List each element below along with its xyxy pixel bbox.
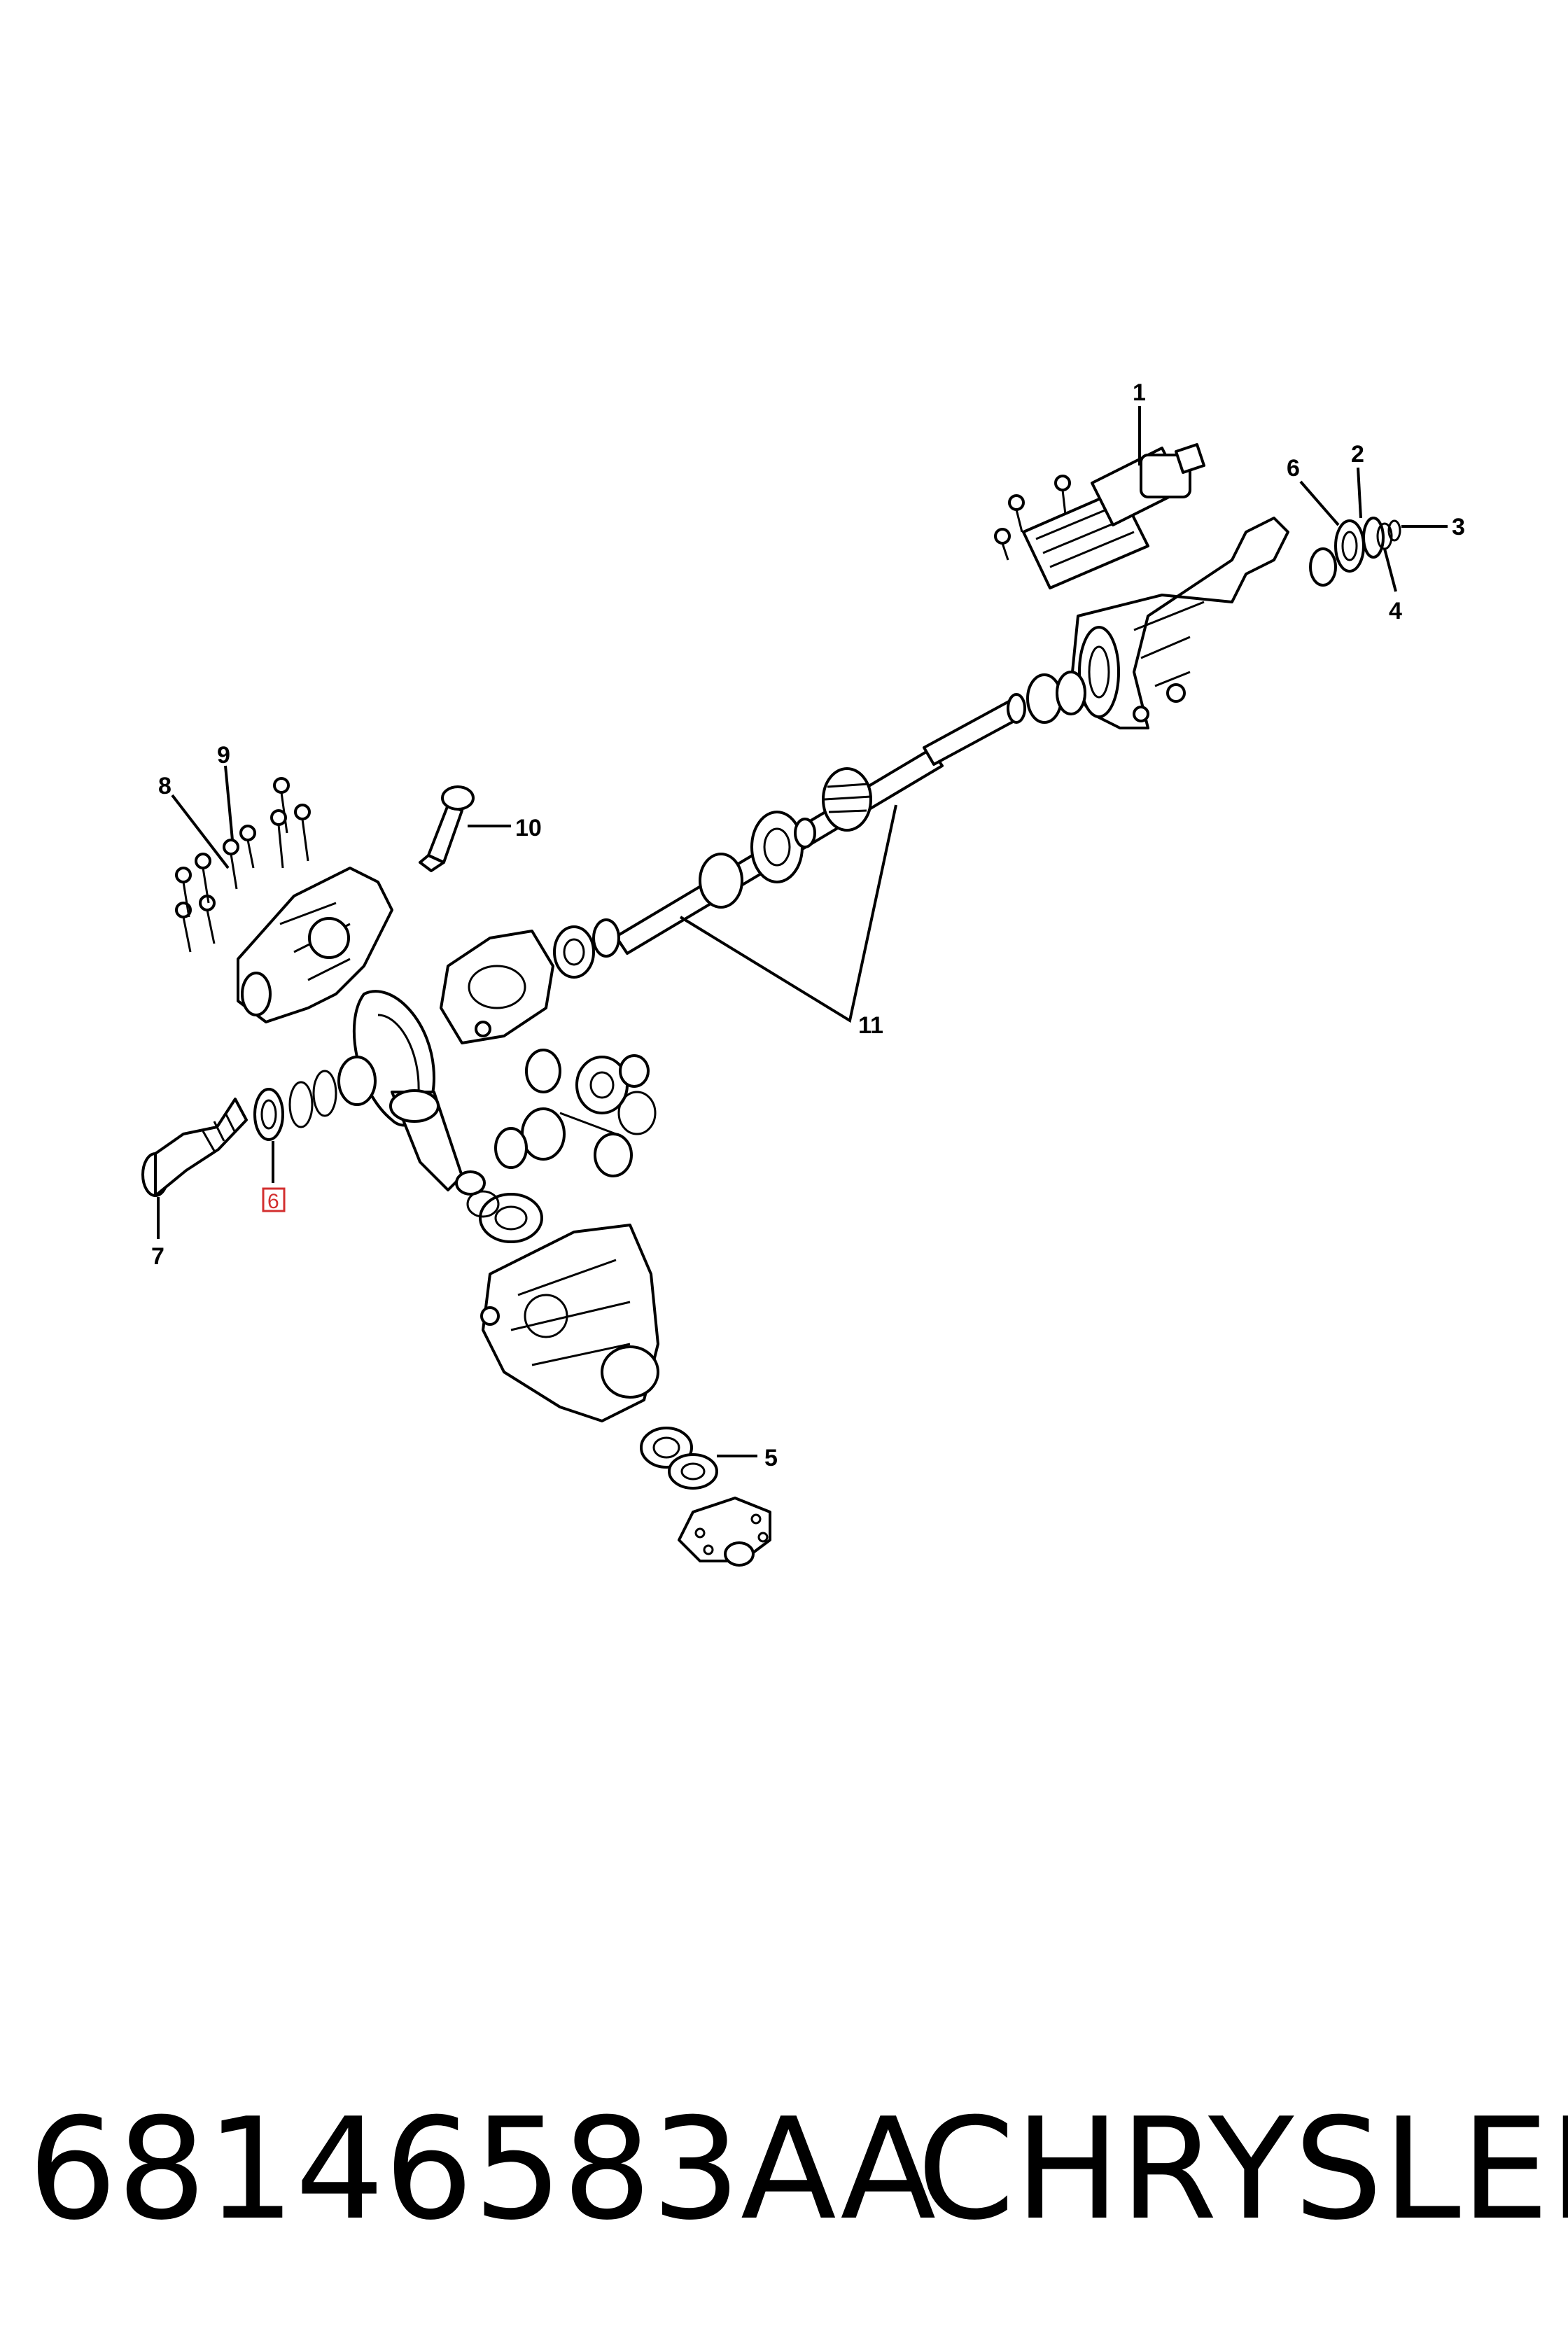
pinion-bearing-inner (494, 1205, 528, 1231)
part-7-output-shaft (141, 1098, 248, 1197)
part-11-intermediate-shaft (615, 671, 1086, 955)
front-bearing-inner (652, 1436, 680, 1459)
left-shim-1 (288, 1081, 314, 1128)
left-differential-cover (237, 867, 393, 1023)
callout-2: 2 (1351, 441, 1364, 468)
part-6-seal-right (1334, 519, 1365, 573)
leader-2 (1357, 467, 1362, 519)
pinion-bearing (479, 1193, 543, 1243)
part-5-pinion-seal (668, 1453, 718, 1490)
callout-8: 8 (158, 773, 172, 799)
part-9-bolt-set (239, 777, 311, 869)
differential-case (440, 930, 554, 1044)
part-3-ring (1387, 519, 1401, 542)
pinion-spacer (466, 1190, 500, 1218)
left-shim-2 (312, 1070, 337, 1117)
callout-10: 10 (515, 815, 542, 841)
pinion-gear (389, 1089, 486, 1196)
part-10-vent-tube (419, 785, 475, 872)
callout-7: 7 (151, 1243, 164, 1270)
spider-gear-set (494, 1049, 657, 1177)
part-6-seal-left (253, 1088, 284, 1141)
leader-8 (171, 794, 230, 869)
footer: 68146583AA CHRYSLER (28, 2088, 1568, 2251)
highlight-box (262, 1187, 286, 1212)
callout-3: 3 (1452, 514, 1465, 540)
callout-5: 5 (764, 1445, 778, 1471)
right-bearing (1309, 547, 1337, 587)
leader-4 (1383, 548, 1397, 592)
callout-9: 9 (217, 742, 230, 769)
shaft-ring (592, 918, 620, 958)
brand-name: CHRYSLER (917, 2088, 1568, 2251)
part-number: 68146583AA (28, 2088, 937, 2251)
leader-11 (679, 804, 897, 1023)
pinion-yoke-flange (678, 1497, 771, 1567)
callout-1: 1 (1133, 379, 1146, 406)
shaft-bearing-inner (563, 938, 585, 966)
callout-6-left: 6 (267, 1190, 279, 1213)
part-1-actuator (994, 443, 1205, 589)
front-differential-housing (480, 1224, 659, 1422)
right-axle-housing (1070, 517, 1289, 729)
callout-6-right: 6 (1287, 455, 1300, 482)
callout-4: 4 (1389, 598, 1402, 624)
leader-9 (224, 765, 234, 841)
left-bearing (337, 1056, 377, 1106)
part-8-bolt-set (175, 839, 239, 953)
leader-6a (1299, 480, 1340, 526)
callout-11: 11 (858, 1012, 883, 1039)
part-2-washer (1362, 517, 1385, 559)
shaft-bearing (553, 925, 595, 979)
